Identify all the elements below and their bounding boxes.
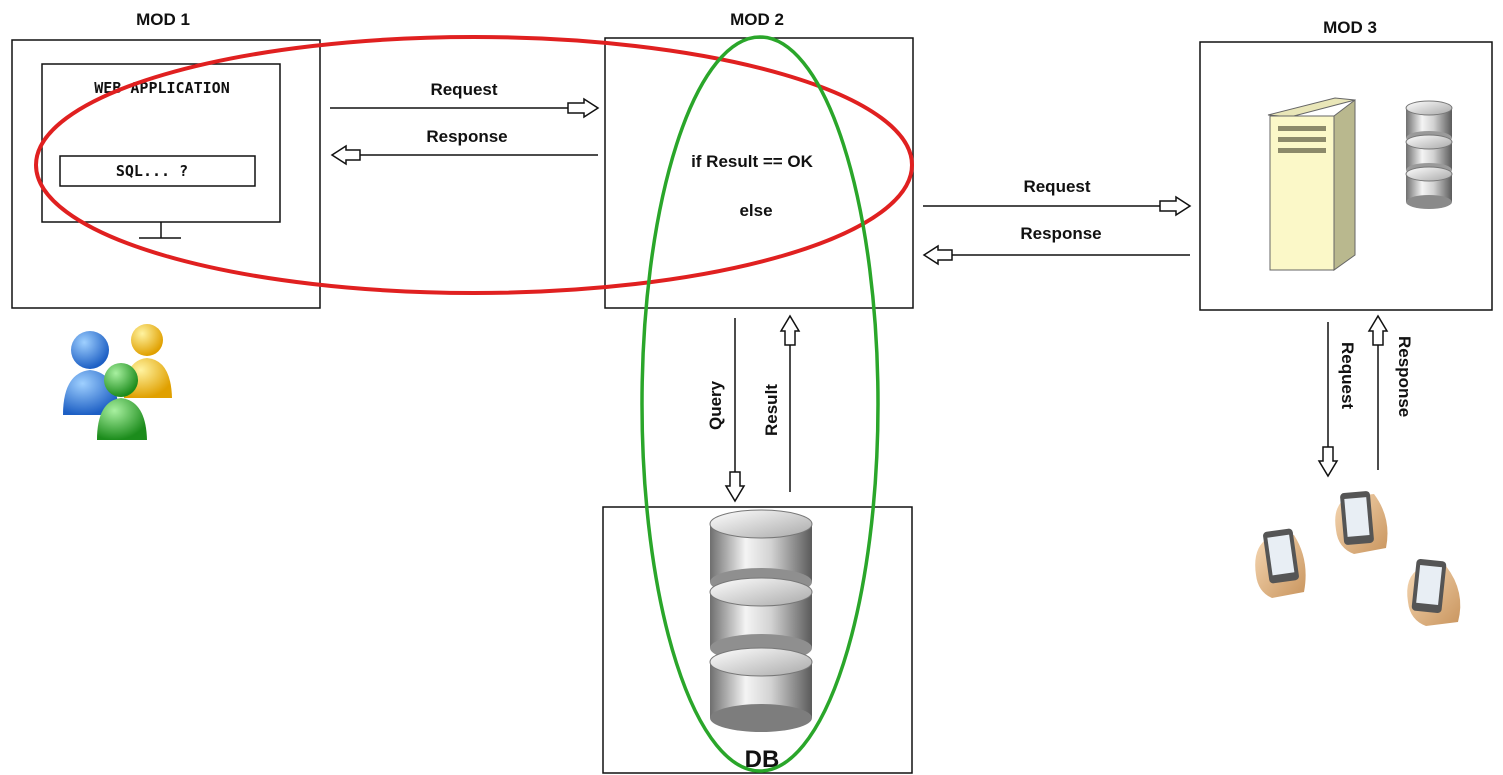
web-app-title: WEB APPLICATION (94, 79, 229, 97)
mod2-condition-text: if Result == OK (691, 152, 814, 171)
database-icon-small (1405, 100, 1453, 209)
result-arrow-db-to-mod2 (779, 314, 801, 492)
sql-query-box (59, 155, 256, 187)
server-icon (1267, 97, 1356, 271)
mobile-phone-icon (1255, 528, 1306, 598)
red-highlight-ellipse (34, 35, 914, 295)
db-query-label: Query (706, 380, 725, 430)
db-result-label: Result (762, 384, 781, 436)
response-arrow-mod3-to-mod2 (922, 244, 1190, 266)
users-icon (63, 324, 172, 440)
request-arrow-mod1-to-mod2 (330, 97, 600, 119)
database-icon (709, 509, 813, 732)
mod3-request-label: Request (1023, 177, 1090, 196)
phone-request-label: Request (1338, 342, 1357, 409)
request-arrow-mod3-to-phones (1317, 322, 1339, 478)
response-arrow-mod2-to-mod1 (330, 144, 598, 166)
green-highlight-ellipse (640, 35, 880, 773)
phone-response-label: Response (1395, 336, 1414, 417)
mod2-else-text: else (739, 201, 772, 220)
mod1-title: MOD 1 (136, 10, 190, 29)
mobile-phone-icon (1335, 491, 1388, 554)
mod1-response-label: Response (426, 127, 507, 146)
mobile-phone-icon (1407, 558, 1461, 626)
web-app-monitor (41, 63, 281, 223)
query-arrow-mod2-to-db (724, 318, 746, 503)
mod3-title: MOD 3 (1323, 18, 1377, 37)
request-arrow-mod2-to-mod3 (923, 195, 1192, 217)
response-arrow-phones-to-mod3 (1367, 314, 1389, 470)
mod3-response-label: Response (1020, 224, 1101, 243)
mod2-title: MOD 2 (730, 10, 784, 29)
sql-query-text: SQL... ? (116, 162, 188, 180)
mod1-request-label: Request (430, 80, 497, 99)
